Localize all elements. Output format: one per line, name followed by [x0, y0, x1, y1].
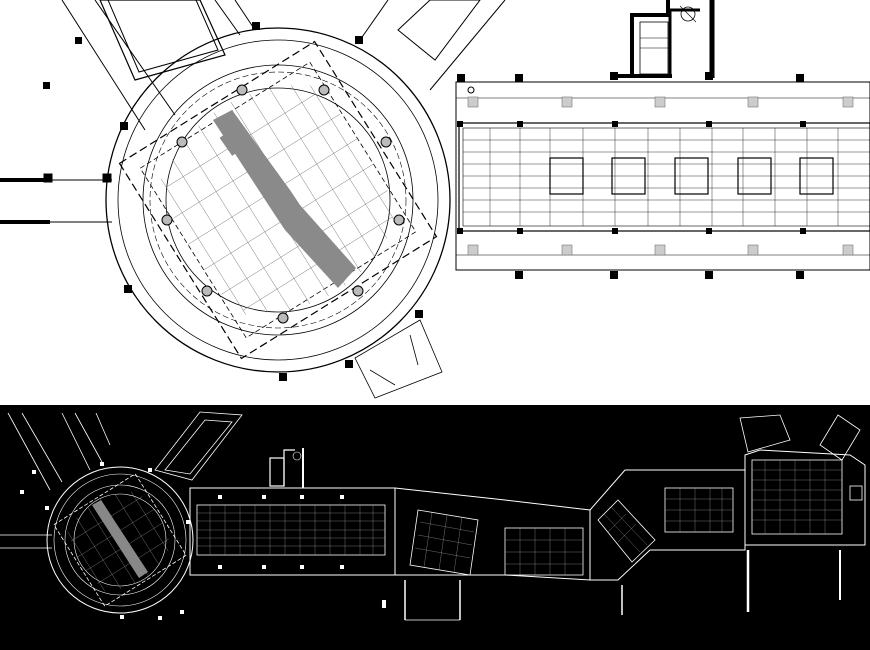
round-hall-columns	[161, 84, 405, 324]
south-stair	[354, 319, 443, 399]
survey-marker	[467, 86, 475, 94]
east-corridor-glazing	[463, 128, 870, 226]
northwest-arm	[61, 0, 256, 131]
round-hall	[43, 22, 451, 399]
north-stair-tower	[612, 0, 715, 78]
overall-corridor-segment-3	[589, 469, 746, 615]
west-corridor	[0, 173, 112, 224]
overall-end-hall	[739, 414, 866, 612]
east-corridor	[455, 72, 870, 279]
east-corridor-piers	[457, 72, 806, 279]
overall-plan-panel	[0, 405, 870, 650]
detail-plan-panel	[0, 0, 870, 399]
overall-round-hall	[20, 462, 194, 620]
east-corridor-bays	[549, 157, 834, 195]
round-hall-piers	[43, 22, 423, 381]
overall-northwest-arms	[0, 411, 243, 549]
central-spine	[213, 110, 356, 288]
north-arm	[359, 0, 506, 91]
overall-plan-background	[0, 405, 870, 650]
east-corridor-light-fixtures	[467, 96, 854, 256]
